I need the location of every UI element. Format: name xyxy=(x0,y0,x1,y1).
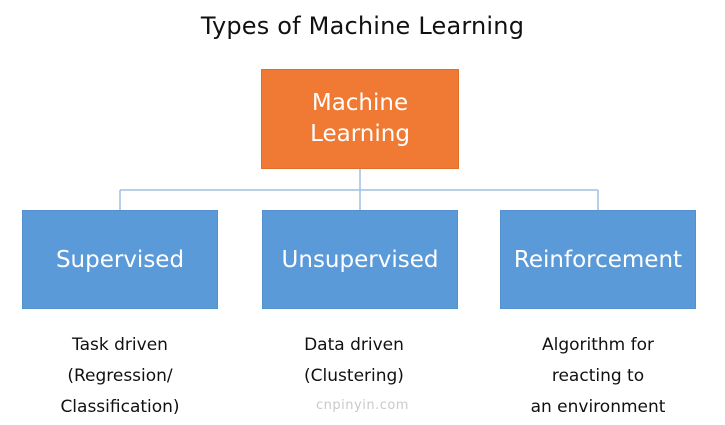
child-node-supervised: Supervised xyxy=(22,210,218,309)
child-node-label: Reinforcement xyxy=(513,246,683,273)
description-supervised: Task driven (Regression/ Classification) xyxy=(60,335,180,417)
root-node-machine-learning: Machine Learning xyxy=(261,69,459,169)
child-node-unsupervised: Unsupervised xyxy=(262,210,458,309)
root-node-label: Machine Learning xyxy=(310,90,410,147)
description-unsupervised: Data driven (Clustering) xyxy=(304,335,404,386)
diagram-title: Types of Machine Learning xyxy=(200,12,525,40)
watermark-text: cnpinyin.com xyxy=(316,398,409,413)
child-node-label: Supervised xyxy=(55,246,185,273)
child-node-reinforcement: Reinforcement xyxy=(500,210,696,309)
child-node-label: Unsupervised xyxy=(281,246,439,273)
description-reinforcement: Algorithm for reacting to an environment xyxy=(530,335,666,417)
